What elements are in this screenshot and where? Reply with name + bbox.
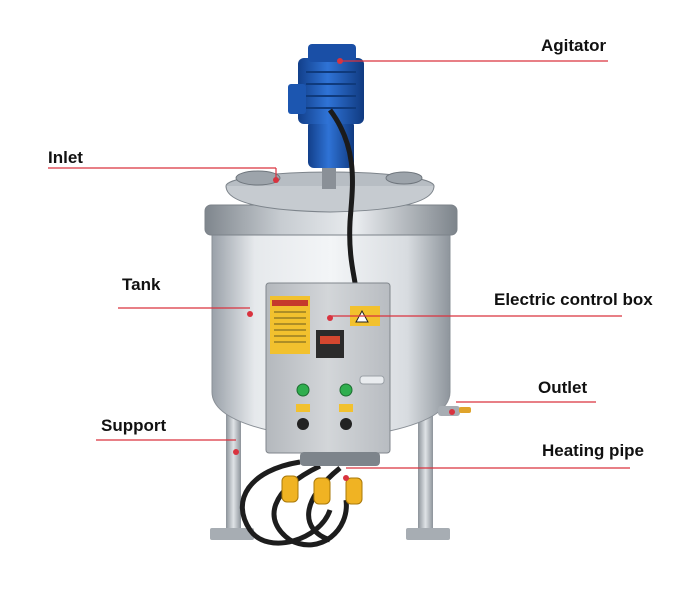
control-box [265, 282, 391, 454]
heating-pipe-assembly [239, 452, 380, 548]
motor-cable [327, 108, 359, 293]
label-outlet: Outlet [538, 378, 588, 397]
agitator-motor [288, 44, 364, 189]
label-agitator: Agitator [541, 36, 607, 55]
label-electric-control-box: Electric control box [494, 290, 653, 309]
label-inlet: Inlet [48, 148, 83, 167]
label-heating-pipe: Heating pipe [542, 441, 645, 460]
support-legs [210, 410, 450, 540]
label-tank: Tank [122, 275, 161, 294]
label-support: Support [101, 416, 167, 435]
leader-lines [48, 58, 630, 481]
